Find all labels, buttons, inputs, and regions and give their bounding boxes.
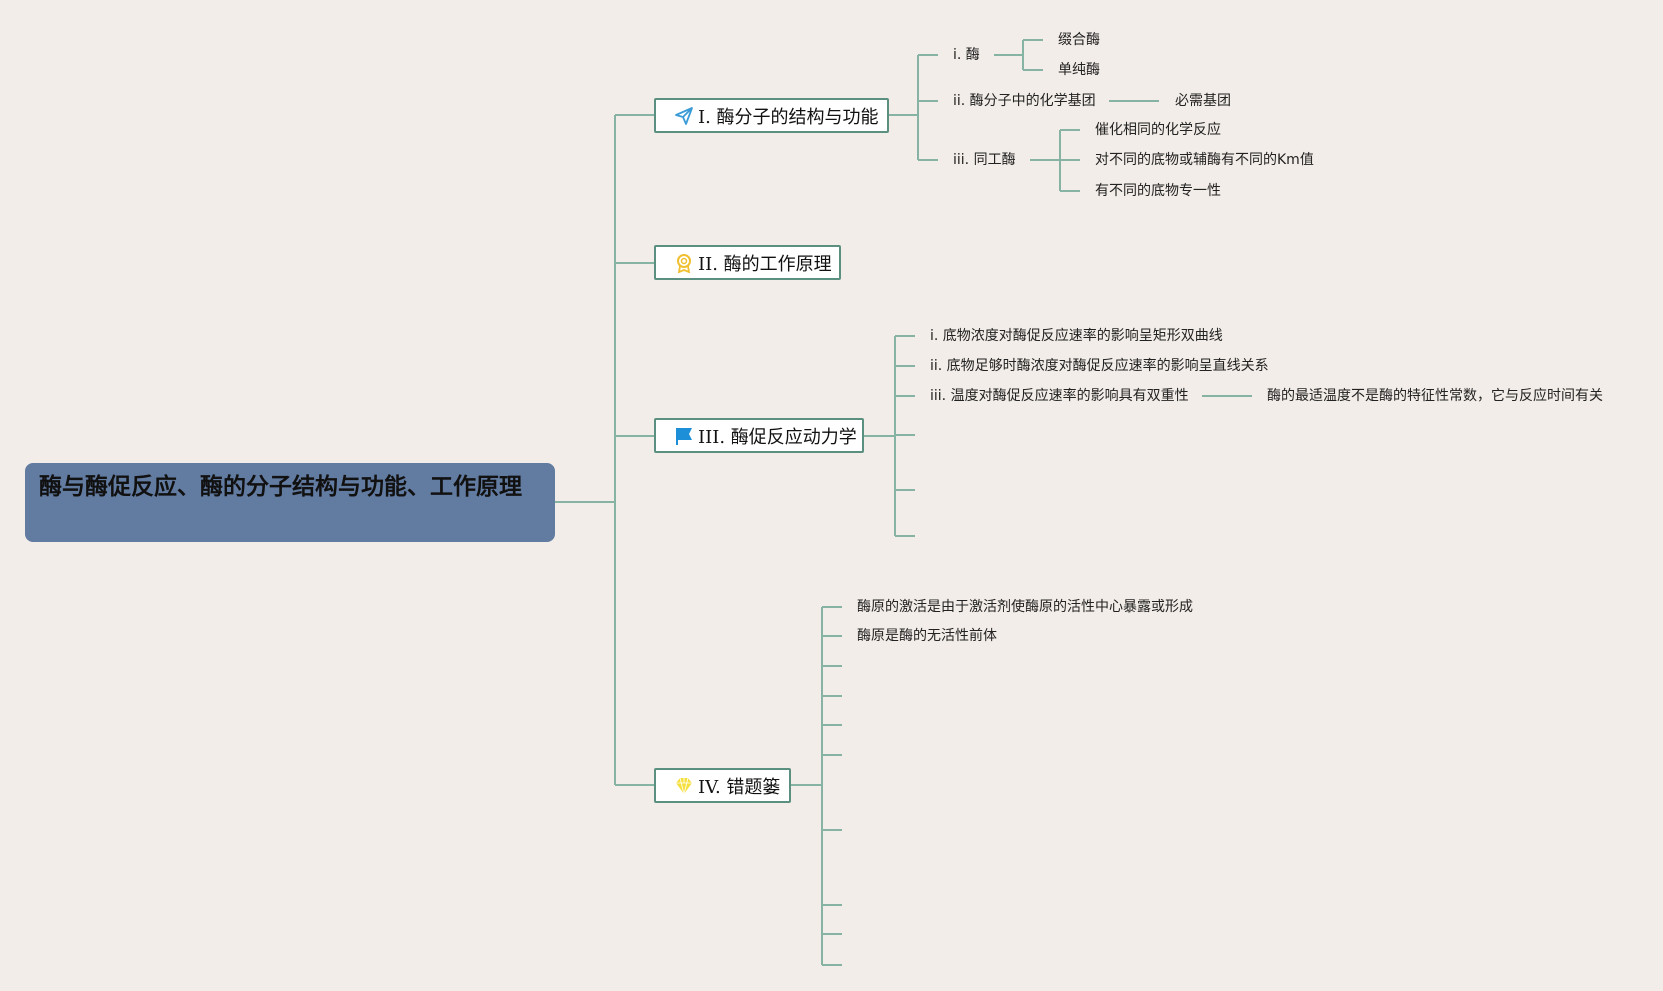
flag-icon: [674, 426, 694, 446]
subtopic-conjugated-enzyme[interactable]: 缀合酶: [1058, 32, 1100, 48]
central-topic[interactable]: 酶与酶促反应、酶的分子结构与功能、工作原理: [25, 463, 555, 542]
subtopic-enzyme[interactable]: i. 酶: [953, 47, 980, 63]
subtopic-isozyme-item[interactable]: 催化相同的化学反应: [1095, 122, 1221, 138]
subtopic-kinetics-item[interactable]: ii. 底物足够时酶浓度对酶促反应速率的影响呈直线关系: [930, 358, 1269, 374]
subtopic-essential-groups[interactable]: 必需基团: [1175, 93, 1231, 109]
topic-working-principle[interactable]: II. 酶的工作原理: [654, 245, 841, 280]
award-ribbon-icon: [674, 253, 694, 273]
subtopic-optimum-temperature[interactable]: 酶的最适温度不是酶的特征性常数，它与反应时间有关: [1267, 388, 1603, 404]
topic-kinetics[interactable]: III. 酶促反应动力学: [654, 418, 864, 453]
subtopic-mistake-item[interactable]: 酶原是酶的无活性前体: [857, 628, 997, 644]
subtopic-isozyme[interactable]: iii. 同工酶: [953, 152, 1016, 168]
topic-label: I. 酶分子的结构与功能: [698, 106, 879, 128]
topic-label: IV. 错题篓: [698, 776, 781, 798]
diamond-icon: [674, 776, 694, 796]
subtopic-kinetics-item[interactable]: iii. 温度对酶促反应速率的影响具有双重性: [930, 388, 1189, 404]
topic-label: III. 酶促反应动力学: [698, 426, 857, 448]
subtopic-isozyme-item[interactable]: 对不同的底物或辅酶有不同的Km值: [1095, 152, 1314, 168]
topic-label: II. 酶的工作原理: [698, 253, 832, 275]
subtopic-chemical-groups[interactable]: ii. 酶分子中的化学基团: [953, 93, 1096, 109]
topic-structure-function[interactable]: I. 酶分子的结构与功能: [654, 98, 889, 133]
subtopic-kinetics-item[interactable]: i. 底物浓度对酶促反应速率的影响呈矩形双曲线: [930, 328, 1223, 344]
topic-mistakes[interactable]: IV. 错题篓: [654, 768, 791, 803]
paper-plane-icon: [674, 106, 694, 126]
subtopic-mistake-item[interactable]: 酶原的激活是由于激活剂使酶原的活性中心暴露或形成: [857, 599, 1193, 615]
subtopic-simple-enzyme[interactable]: 单纯酶: [1058, 62, 1100, 78]
subtopic-isozyme-item[interactable]: 有不同的底物专一性: [1095, 183, 1221, 199]
